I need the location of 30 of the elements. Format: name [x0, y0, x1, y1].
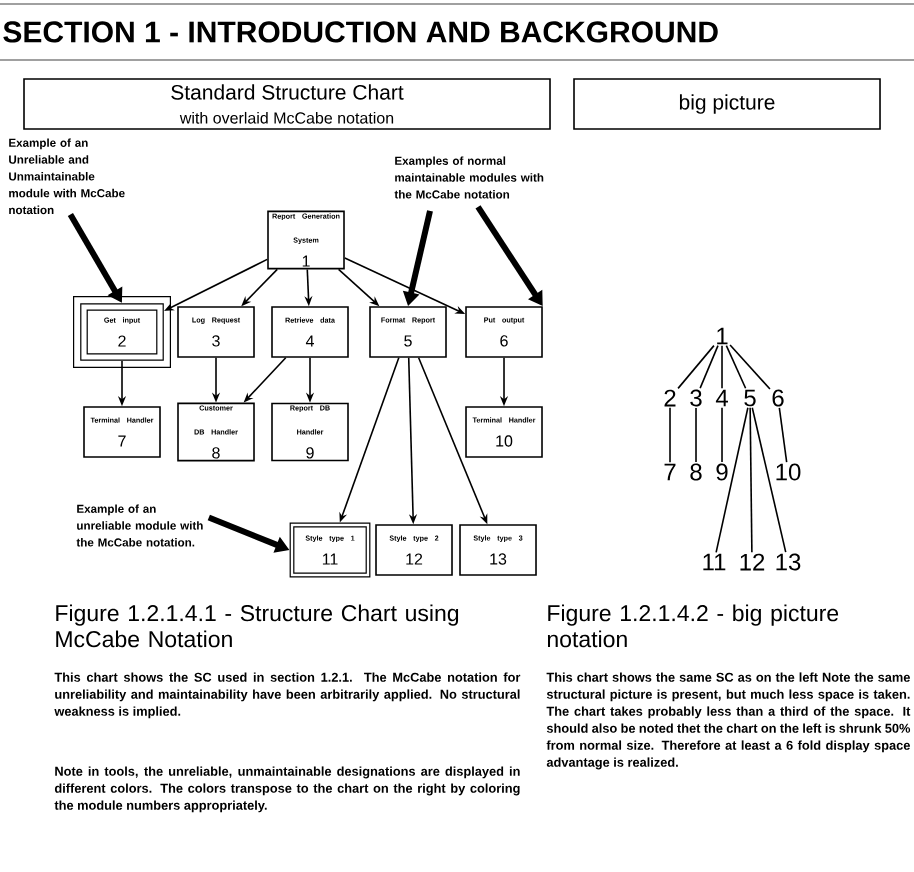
module-number: 10: [776, 463, 801, 481]
connector-line: [677, 344, 715, 390]
connector-line: [778, 407, 788, 463]
module-number: 4: [715, 389, 728, 407]
connector-line: [725, 344, 747, 390]
module-number: 6: [772, 389, 784, 407]
module-number: 5: [744, 389, 756, 407]
connector-line: [749, 406, 753, 554]
connector-line: [729, 344, 771, 390]
module-number: 13: [776, 553, 801, 571]
figure-caption: Figure 1.2.1.4.1 - Structure Chart using McCabe Notation: [56, 604, 459, 648]
connector-line: [695, 407, 697, 463]
connector-line: [751, 406, 787, 553]
module-number: 8: [690, 463, 702, 481]
title-box: Standard Structure Chart with overlaid McCabe notation: [23, 78, 551, 130]
section-heading: SECTION 1 - INTRODUCTION AND BACKGROUND: [3, 21, 718, 43]
module-number: 12: [740, 553, 765, 571]
module-number: 9: [716, 463, 728, 481]
connector-line: [721, 344, 723, 390]
module-number: 11: [703, 553, 726, 571]
figure-caption: Figure 1.2.1.4.2 - big picture notation: [547, 604, 839, 648]
module-number: 2: [664, 389, 676, 407]
module-number: 3: [690, 389, 702, 407]
connector-line: [721, 406, 723, 463]
connector-line: [699, 344, 719, 389]
module-number: 7: [664, 463, 676, 481]
title-box: big picture: [573, 78, 881, 130]
connector-line: [669, 406, 671, 464]
module-number: 1: [717, 327, 728, 345]
connector-line: [715, 406, 749, 554]
